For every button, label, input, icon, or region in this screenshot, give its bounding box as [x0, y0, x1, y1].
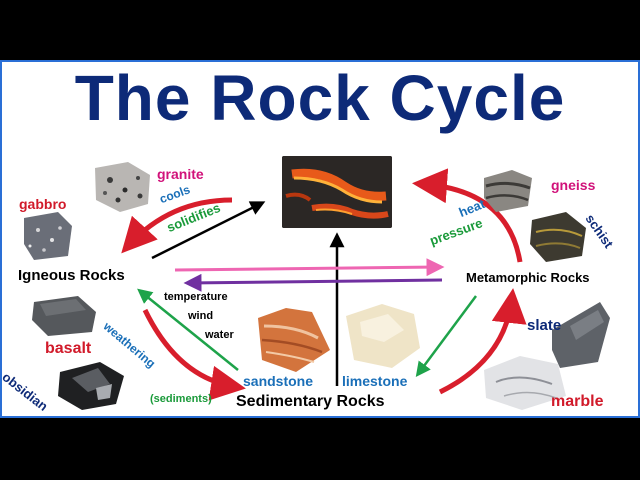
arrow-metamorphic-to-melt	[412, 168, 523, 263]
sandstone-label: sandstone	[243, 373, 314, 389]
marble-label: marble	[551, 393, 604, 410]
slate-label: slate	[527, 317, 562, 334]
limestone-sample	[346, 304, 420, 368]
metamorphic-rocks-label: Metamorphic Rocks	[466, 270, 590, 285]
igneous-rocks-label: Igneous Rocks	[18, 267, 125, 284]
page-title: The Rock Cycle	[74, 62, 566, 134]
obsidian-sample	[58, 362, 124, 410]
temperature-label: temperature	[164, 291, 228, 303]
arrow-igneous-to-sedimentary	[142, 308, 246, 401]
limestone-label: limestone	[342, 373, 408, 389]
arrow-igneous-to-melt	[151, 201, 266, 260]
sediments-label: (sediments)	[150, 393, 212, 405]
basalt-label: basalt	[45, 340, 92, 357]
basalt-sample	[32, 296, 96, 336]
granite-label: granite	[157, 166, 204, 182]
arrow-sedimentary-to-metamorphic	[438, 288, 527, 395]
gneiss-label: gneiss	[551, 177, 596, 193]
arrow-metamorphic-to-igneous	[183, 273, 443, 292]
wind-label: wind	[188, 310, 214, 322]
water-label: water	[205, 329, 234, 341]
granite-sample	[95, 162, 150, 212]
arrow-metamorphic-to-sedimentary	[415, 295, 478, 378]
schist-sample	[530, 212, 586, 262]
gabbro-sample	[24, 212, 72, 260]
arrow-melt-to-igneous	[121, 197, 233, 254]
arrow-sedimentary-to-igneous	[137, 288, 239, 371]
gneiss-sample	[484, 170, 532, 212]
sandstone-sample	[258, 308, 330, 372]
arrow-igneous-to-metamorphic	[174, 258, 445, 277]
lava-image	[282, 156, 392, 228]
gabbro-label: gabbro	[19, 196, 67, 212]
sedimentary-rocks-label: Sedimentary Rocks	[236, 393, 385, 410]
slate-sample	[552, 302, 610, 368]
marble-sample	[484, 356, 566, 410]
